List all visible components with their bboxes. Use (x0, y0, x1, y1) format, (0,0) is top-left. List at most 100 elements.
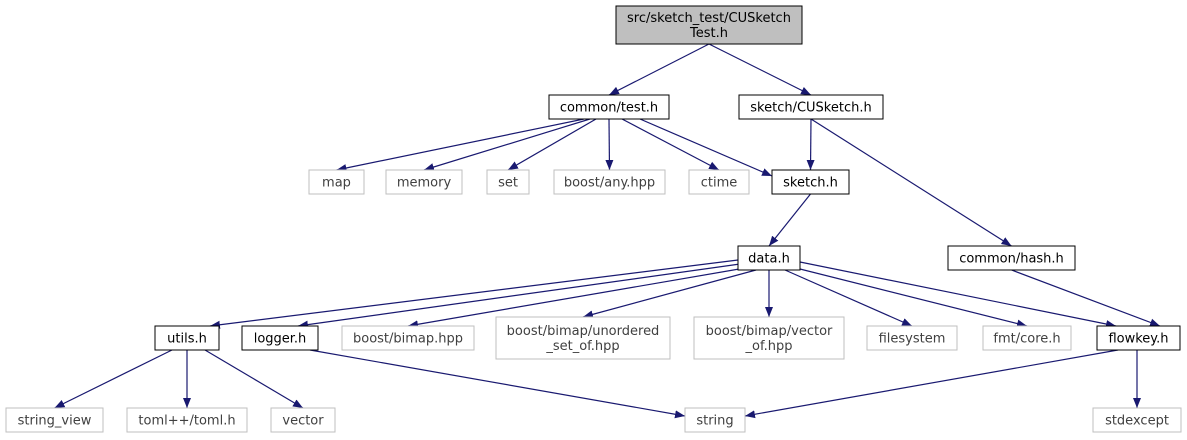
node-label: boost/any.hpp (564, 176, 655, 191)
node-label: fmt/core.h (993, 332, 1060, 347)
edge-data-h-to-boost-bimap (407, 267, 746, 329)
edge-data-h-to-logger-h (297, 263, 741, 329)
node-label: _set_of.hpp (545, 339, 619, 354)
node-map: map (308, 169, 365, 195)
node-box (1096, 325, 1181, 351)
node-box (737, 245, 801, 271)
edge-sketch-h-to-data-h (768, 193, 811, 247)
node-label: data.h (748, 252, 790, 267)
node-fmt-core: fmt/core.h (982, 325, 1072, 351)
node-box (495, 316, 671, 360)
edge-utils-h-to-vector (204, 349, 304, 409)
edge-common-test-to-boost-any (605, 118, 614, 171)
node-filesystem: filesystem (866, 325, 958, 351)
node-box (738, 94, 884, 120)
node-string-view: string_view (5, 407, 104, 433)
edge-common-test-to-map (336, 118, 585, 172)
node-common-test[interactable]: common/test.h (548, 94, 670, 120)
node-box (308, 169, 365, 195)
node-logger-h[interactable]: logger.h (241, 325, 319, 351)
edge-root-to-sketch-cusketch (708, 43, 812, 96)
node-label: common/hash.h (959, 252, 1064, 267)
node-box (548, 94, 670, 120)
node-label: vector (282, 414, 324, 429)
node-label: _of.hpp (745, 339, 793, 354)
node-label: sketch.h (783, 176, 838, 191)
node-sketch-cusketch[interactable]: sketch/CUSketch.h (738, 94, 884, 120)
node-box (126, 407, 248, 433)
edge-logger-h-to-string (309, 349, 686, 419)
node-box (947, 245, 1076, 271)
edge-data-h-to-boost-bimap-unordered (582, 269, 757, 319)
edge-root-to-common-test (608, 43, 710, 96)
edge-sketch-cusketch-to-common-hash (810, 118, 1012, 247)
node-label: toml++/toml.h (138, 414, 235, 429)
node-box (241, 325, 319, 351)
edge-common-test-to-set (507, 118, 597, 171)
node-box (1092, 407, 1182, 433)
node-label: ctime (701, 176, 738, 191)
node-data-h[interactable]: data.h (737, 245, 801, 271)
node-set: set (486, 169, 530, 195)
node-box (553, 169, 666, 195)
node-label: stdexcept (1105, 414, 1169, 429)
edge-data-h-to-filesystem (784, 269, 913, 327)
node-label: boost/bimap/unordered (507, 324, 660, 339)
node-box (154, 325, 220, 351)
node-label: logger.h (254, 332, 307, 347)
node-box (982, 325, 1072, 351)
edge-flowkey-h-to-string (744, 349, 1119, 419)
node-label: map (322, 176, 351, 191)
node-boost-bimap-vector: boost/bimap/vector_of.hpp (693, 316, 845, 360)
node-label: set (498, 176, 518, 191)
node-box (693, 316, 845, 360)
node-box (684, 407, 746, 433)
node-boost-bimap-unordered: boost/bimap/unordered_set_of.hpp (495, 316, 671, 360)
node-stdexcept: stdexcept (1092, 407, 1182, 433)
edge-sketch-cusketch-to-sketch-h (806, 118, 815, 171)
node-box (5, 407, 104, 433)
node-label: string_view (18, 414, 92, 429)
node-string: string (684, 407, 746, 433)
node-box (688, 169, 750, 195)
node-label: flowkey.h (1108, 332, 1168, 347)
node-box (486, 169, 530, 195)
node-box (771, 169, 850, 195)
node-label: memory (397, 176, 452, 191)
node-label: Test.h (689, 26, 728, 41)
edge-utils-h-to-string-view (54, 349, 173, 409)
node-box (615, 5, 803, 45)
node-flowkey-h[interactable]: flowkey.h (1096, 325, 1181, 351)
node-label: boost/bimap.hpp (353, 332, 463, 347)
node-box (270, 407, 336, 433)
node-box (385, 169, 463, 195)
edges-layer (54, 43, 1161, 419)
node-memory: memory (385, 169, 463, 195)
edge-common-hash-to-flowkey-h (1011, 269, 1161, 327)
node-vector: vector (270, 407, 336, 433)
node-label: sketch/CUSketch.h (750, 101, 871, 116)
edge-common-test-to-ctime (621, 118, 720, 171)
node-label: boost/bimap/vector (706, 324, 833, 339)
edge-common-test-to-memory (423, 118, 591, 171)
node-label: string (696, 414, 733, 429)
edge-data-h-to-fmt-core (795, 267, 1028, 328)
node-label: filesystem (879, 332, 946, 347)
edge-data-h-to-utils-h (209, 259, 739, 329)
edge-common-test-to-sketch-h (639, 118, 773, 177)
edge-data-h-to-flowkey-h (799, 261, 1117, 328)
node-boost-bimap: boost/bimap.hpp (341, 325, 475, 351)
node-label: src/sketch_test/CUSketch (627, 11, 791, 26)
node-common-hash[interactable]: common/hash.h (947, 245, 1076, 271)
node-label: utils.h (167, 332, 207, 347)
node-utils-h[interactable]: utils.h (154, 325, 220, 351)
node-box (866, 325, 958, 351)
node-boost-any: boost/any.hpp (553, 169, 666, 195)
node-box (341, 325, 475, 351)
node-label: common/test.h (560, 101, 658, 116)
node-tomlpp: toml++/toml.h (126, 407, 248, 433)
node-sketch-h[interactable]: sketch.h (771, 169, 850, 195)
